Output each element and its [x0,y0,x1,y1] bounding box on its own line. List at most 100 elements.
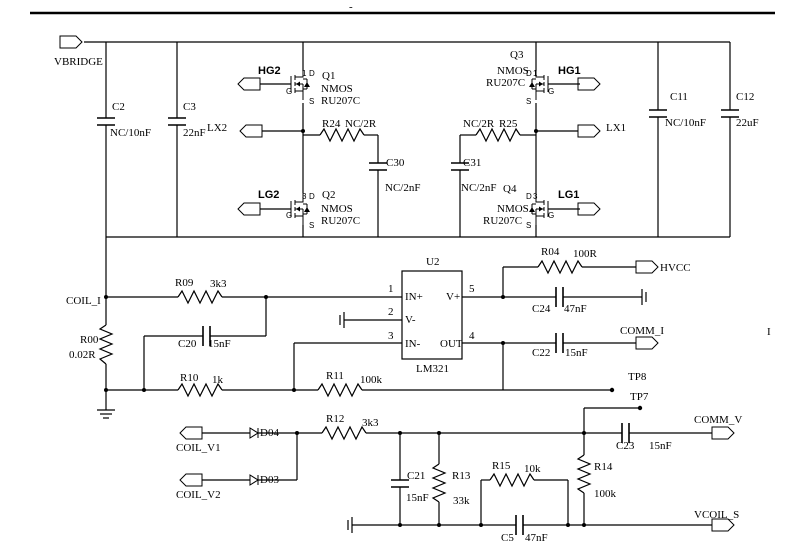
q4-pin-g: G [548,211,554,220]
bridge-rails [84,41,730,238]
hg1-port[interactable] [577,77,601,91]
lg1-port[interactable] [577,202,601,216]
out-junction [501,341,505,345]
opamp-pinnum-2: 2 [388,306,394,318]
r14-ref: R14 [594,461,613,473]
q2-pin-n: 3 [302,192,307,201]
edge-mark: I [767,326,771,338]
vp-junction [501,295,505,299]
c2-ref: C2 [112,101,125,113]
c5-ref: C5 [501,532,514,544]
q2-ref: Q2 [322,189,335,201]
r13-ref: R13 [452,470,471,482]
c30-value: NC/2nF [385,182,420,194]
c20-ref: C20 [178,338,197,350]
lx1-port[interactable] [577,124,601,138]
c21-ref: C21 [407,470,425,482]
r15b-junction [566,523,570,527]
opamp-pinnum-1: 1 [388,283,394,295]
c20-junction [142,388,146,392]
r00-ref: R00 [80,334,99,346]
r11-ref: R11 [326,370,344,382]
opamp-pin-out: OUT [440,338,463,350]
q2-part: RU207C [321,215,360,227]
hvcc-port[interactable] [635,260,659,274]
c21-value: 15nF [406,492,429,504]
r10-value: 1k [212,374,224,386]
c21-junction [398,431,402,435]
r15-ref: R15 [492,460,511,472]
coil-i-junction [104,295,108,299]
opamp-ref: U2 [426,256,439,268]
q1-pin-s: S [309,97,314,106]
r15-value: 10k [524,463,541,475]
q3-mosfet [528,67,549,101]
hg2-port[interactable] [237,77,261,91]
header-mark: - [349,1,353,13]
opamp-pin-vm: V- [405,314,416,326]
lg1-label: LG1 [558,189,579,201]
q2-pin-g: G [286,211,292,220]
c11-value: NC/10nF [665,117,706,129]
coil-v2-port[interactable] [179,473,203,487]
c23-value: 15nF [649,440,672,452]
coil-v2-label: COIL_V2 [176,489,221,501]
r13-gnd-junction [437,523,441,527]
q1-pin-g: G [286,87,292,96]
q2-pin-d: D [309,192,315,201]
q1-pin-d: D [309,69,315,78]
q4-part: RU207C [483,215,522,227]
q4-mosfet [528,192,549,226]
q4-ref: Q4 [503,183,517,195]
r11-value: 100k [360,374,383,386]
lx1-junction [534,129,538,133]
tp7-point[interactable] [637,405,643,411]
tp7-label: TP7 [630,391,649,403]
r09-junction [264,295,268,299]
r25-ref: R25 [499,118,518,130]
comm-i-label: COMM_I [620,325,664,337]
coil-v1-label: COIL_V1 [176,442,221,454]
opamp-pin-in-m: IN- [405,338,421,350]
c31-value: NC/2nF [461,182,496,194]
r12-value: 3k3 [362,417,379,429]
q3-ref: Q3 [510,49,524,61]
comm-i-port[interactable] [635,336,659,350]
c30-ref: C30 [386,157,405,169]
q1-pin-n: 1 [302,69,307,78]
r14-junction [582,431,586,435]
d04-ref: D04 [260,427,279,439]
q2-mosfet [290,192,311,226]
left-half-wires [260,42,387,237]
coil-v1-port[interactable] [179,426,203,440]
c12-value: 22uF [736,117,759,129]
in-m-junction [292,388,296,392]
r24-ref: R24 [322,118,341,130]
r15-junction [479,523,483,527]
sense-gnd-junction [104,388,108,392]
q4-pin-n: 3 [533,192,538,201]
c24-ref: C24 [532,303,551,315]
right-half-wires [451,42,580,237]
hg2-label: HG2 [258,65,281,77]
vbridge-port[interactable] [59,35,83,49]
r04-value: 100R [573,248,598,260]
q1-ref: Q1 [322,70,335,82]
q1-mosfet [290,67,311,101]
c22-value: 15nF [565,347,588,359]
r13-junction [437,431,441,435]
c2-value: NC/10nF [110,127,151,139]
coil-i-label: COIL_I [66,295,101,307]
lx2-port[interactable] [239,124,263,138]
c20-value: 15nF [208,338,231,350]
c24-value: 47nF [564,303,587,315]
tp8-point[interactable] [609,387,615,393]
bulk-caps [97,42,739,237]
comm-v-port[interactable] [711,426,735,440]
r14-value: 100k [594,488,617,500]
r00-value: 0.02R [69,349,96,361]
hg1-label: HG1 [558,65,581,77]
vsense-wires [202,407,712,535]
r10-ref: R10 [180,372,199,384]
lg2-port[interactable] [237,202,261,216]
